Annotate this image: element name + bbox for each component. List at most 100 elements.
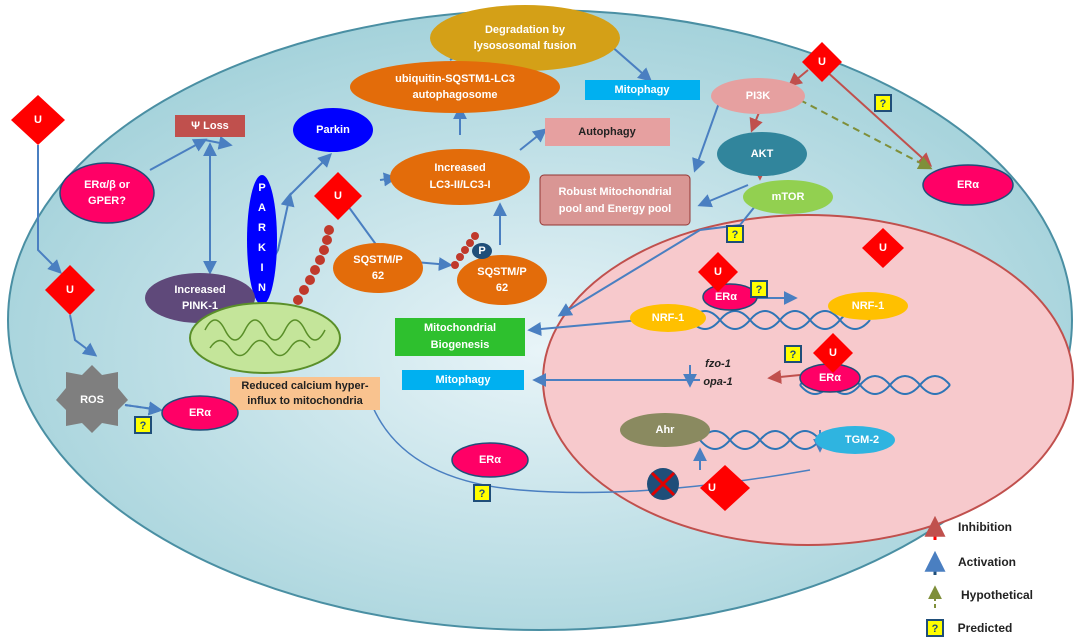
node-pi3k [711, 78, 805, 114]
node-pi3k-label: PI3K [746, 90, 771, 102]
node-era-right [922, 164, 1014, 206]
u-diamond-icon: U [314, 172, 362, 220]
node-biogenesis-label-1: Mitochondrial [424, 322, 496, 334]
u-diamond-icon: U [802, 42, 842, 82]
predicted-icon: ? [134, 416, 152, 434]
node-biogenesis-label-2: Biogenesis [431, 339, 490, 351]
node-lc3-label-2: LC3-II/LC3-I [429, 179, 490, 191]
legend: Inhibition Activation Hypothetical ? Pre… [924, 515, 1033, 637]
node-era-nucleus-1-label: ERα [715, 291, 737, 303]
node-degradation-label-2: lysososomal fusion [474, 40, 577, 52]
node-parkin-vertical [247, 175, 277, 305]
svg-text:U: U [714, 266, 722, 278]
node-mtor-label: mTOR [772, 191, 805, 203]
svg-text:?: ? [880, 98, 887, 110]
node-mitophagy-top [585, 80, 700, 100]
inhibition-arrows [749, 69, 933, 384]
svg-text:U: U [818, 56, 826, 68]
node-mitophagy-top-label: Mitophagy [615, 84, 671, 96]
svg-text:?: ? [756, 284, 763, 296]
node-ahr-label: Ahr [656, 424, 676, 436]
node-ahr [620, 413, 710, 447]
gene-fzo1: fzo-1 [705, 358, 731, 370]
node-tgm2-label: TGM-2 [845, 434, 879, 446]
gene-opa1: opa-1 [703, 376, 732, 388]
node-sqstm-right [457, 255, 547, 305]
legend-inhibition: Inhibition [958, 520, 1012, 534]
node-pink1-label-2: PINK-1 [182, 300, 218, 312]
node-sqstm-left-label-1: SQSTM/P [353, 254, 403, 266]
phospho-badge [472, 243, 492, 259]
node-degradation [430, 5, 620, 71]
dna-helix-upper [689, 310, 871, 330]
node-robust-pool-label-2: pool and Energy pool [559, 203, 671, 215]
node-era-ros-label: ERα [189, 407, 211, 419]
svg-text:?: ? [479, 488, 486, 500]
svg-text:U: U [34, 114, 42, 126]
node-nrf1-right-label: NRF-1 [852, 300, 884, 312]
node-autophagy [545, 118, 670, 146]
svg-text:U: U [708, 482, 716, 494]
predicted-icon: ? [784, 345, 802, 363]
node-reduced-calcium-label-2: influx to mitochondria [247, 395, 363, 407]
node-sqstm-left [333, 243, 423, 293]
svg-text:U: U [66, 284, 74, 296]
parkin-letter-a: A [258, 202, 266, 214]
svg-text:U: U [829, 347, 837, 359]
node-era-ros [161, 395, 239, 431]
node-sqstm-left-label-2: 62 [372, 270, 384, 282]
predicted-icon: ? [726, 225, 744, 243]
u-diamond-icon: U [698, 252, 738, 292]
activation-arrows [37, 28, 827, 470]
u-diamond-icon: U [45, 265, 95, 315]
node-nrf1-right [828, 292, 908, 320]
node-robust-pool [539, 174, 691, 226]
node-degradation-label-1: Degradation by [485, 24, 566, 36]
node-nrf1-left-label: NRF-1 [652, 312, 684, 324]
svg-text:?: ? [140, 420, 147, 432]
node-akt-label: AKT [751, 148, 774, 160]
node-tgm2 [815, 426, 895, 454]
node-reduced-calcium-label-1: Reduced calcium hyper- [241, 380, 368, 392]
node-ubiquitin [350, 61, 560, 113]
node-autophagy-label: Autophagy [578, 126, 636, 138]
predicted-icon: ? [473, 484, 491, 502]
phospho-label: P [478, 245, 485, 257]
ros-dashed-arrow [124, 401, 163, 416]
parkin-letter-i: I [260, 262, 263, 274]
ubiquitin-chain-right [451, 232, 479, 269]
parkin-letter-k: K [258, 242, 266, 254]
hypothetical-arrow [799, 99, 933, 170]
node-nrf1-left [630, 304, 706, 332]
node-era-gper [59, 162, 155, 224]
node-ubiquitin-label-2: autophagosome [413, 89, 498, 101]
parkin-letter-n: N [258, 282, 266, 294]
svg-text:U: U [879, 242, 887, 254]
node-reduced-calcium [230, 377, 380, 410]
node-pink1-label-1: Increased [174, 284, 225, 296]
node-akt [717, 132, 807, 176]
node-sqstm-right-label-1: SQSTM/P [477, 266, 527, 278]
node-era-gper-label-1: ERα/β or [84, 179, 131, 191]
node-biogenesis [395, 318, 525, 356]
node-psi-loss-label: Ψ Loss [191, 120, 229, 132]
svg-text:?: ? [932, 623, 939, 635]
mitochondrion [189, 302, 341, 374]
u-diamond-icon: U [11, 95, 65, 145]
u-diamond-icon: U [700, 465, 750, 511]
node-robust-pool-label-1: Robust Mitochondrial [558, 186, 671, 198]
node-ubiquitin-label-1: ubiquitin-SQSTM1-LC3 [395, 73, 515, 85]
predicted-icon: ? [750, 280, 768, 298]
node-mitophagy-bottom-label: Mitophagy [436, 374, 492, 386]
node-era-right-label: ERα [957, 179, 979, 191]
node-psi-loss [175, 115, 245, 137]
blocked-icon [647, 468, 679, 500]
ubiquitin-chain-left [293, 225, 334, 305]
node-parkin [293, 108, 373, 152]
node-lc3-label-1: Increased [434, 162, 485, 174]
u-diamond-icon: U [813, 333, 853, 373]
node-era-bottom [451, 442, 529, 478]
parkin-letter-p: P [258, 182, 265, 194]
